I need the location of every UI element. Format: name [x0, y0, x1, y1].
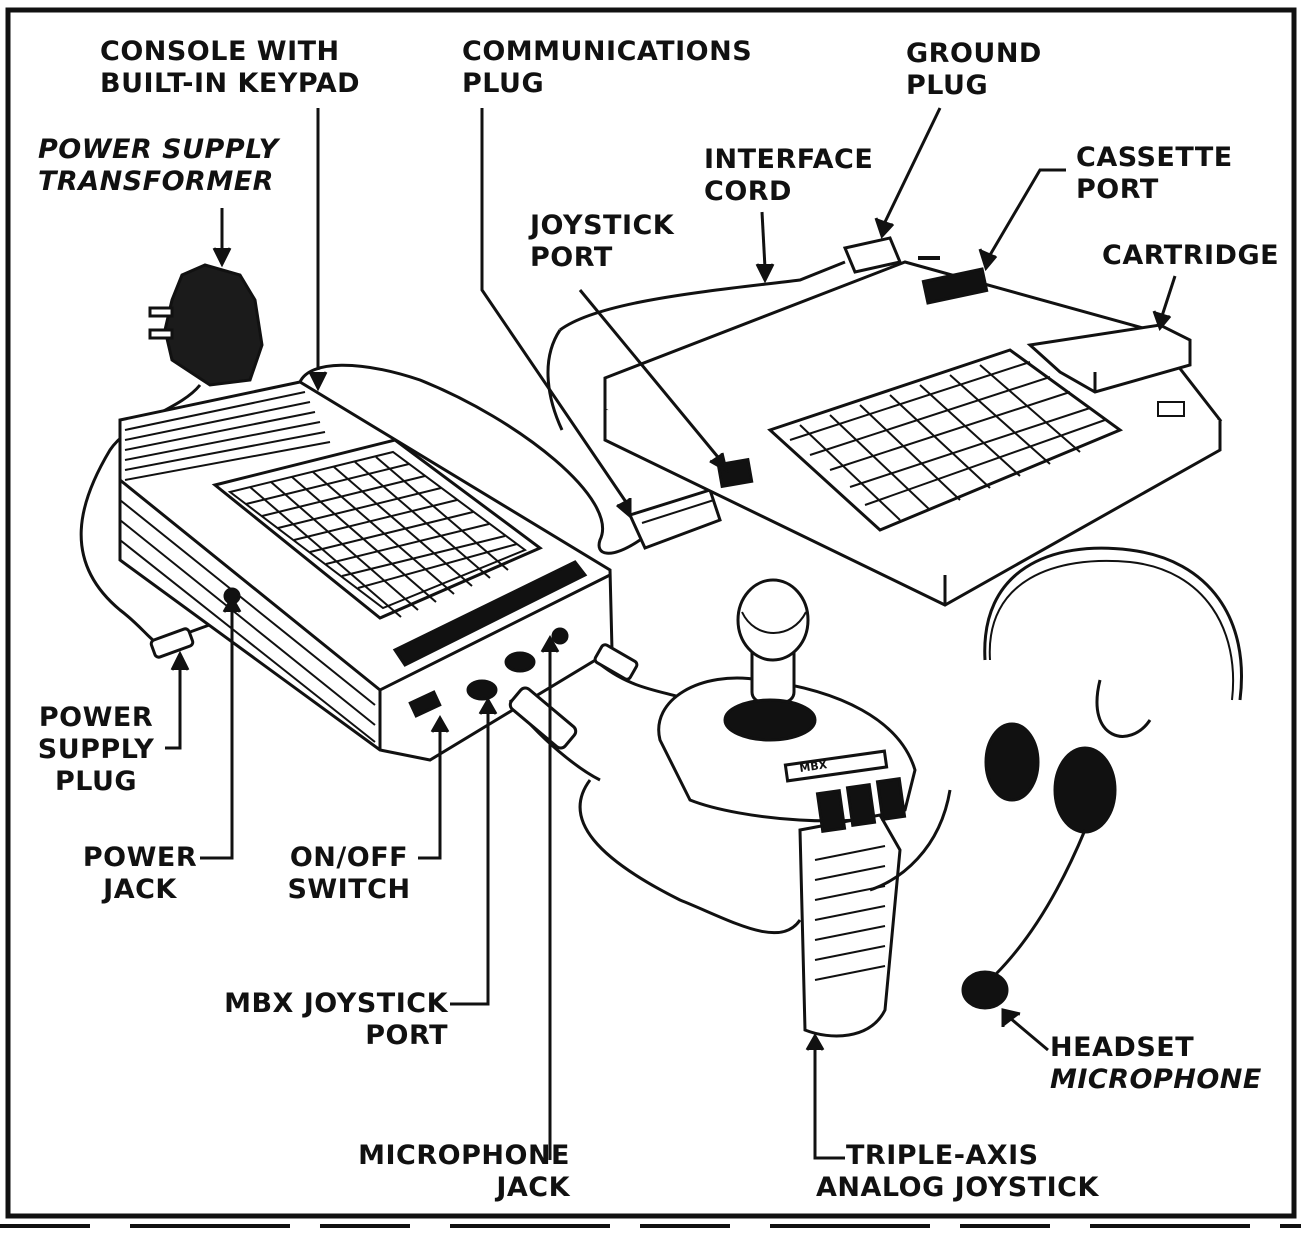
label-cassette-line2: PORT: [1076, 174, 1233, 206]
label-communications-plug: COMMUNICATIONS PLUG: [462, 36, 752, 100]
label-console: CONSOLE WITH BUILT-IN KEYPAD: [100, 36, 360, 100]
label-mic-jack-line2: JACK: [340, 1172, 570, 1204]
label-headset-line1: HEADSET: [1050, 1032, 1262, 1064]
label-psp-line2: SUPPLY: [36, 734, 156, 766]
label-mbx-line1: MBX JOYSTICK: [180, 988, 448, 1020]
label-triple-axis-line2: ANALOG JOYSTICK: [816, 1172, 1099, 1204]
label-cartridge: CARTRIDGE: [1102, 240, 1279, 272]
label-transformer-line1: POWER SUPPLY: [38, 134, 279, 166]
label-console-line1: CONSOLE WITH: [100, 36, 360, 68]
label-communications-line1: COMMUNICATIONS: [462, 36, 752, 68]
label-power-supply-plug: POWER SUPPLY PLUG: [36, 702, 156, 798]
label-joystick-port-line2: PORT: [530, 242, 674, 274]
label-on-off-line2: SWITCH: [284, 874, 414, 906]
label-cassette-line1: CASSETTE: [1076, 142, 1233, 174]
label-power-jack: POWER JACK: [80, 842, 200, 906]
label-console-line2: BUILT-IN KEYPAD: [100, 68, 360, 100]
label-power-supply-transformer: POWER SUPPLY TRANSFORMER: [38, 134, 279, 198]
label-power-jack-line2: JACK: [80, 874, 200, 906]
console-unit: [120, 365, 640, 760]
communications-plug: [630, 490, 720, 548]
label-microphone-jack: MICROPHONE JACK: [340, 1140, 570, 1204]
label-power-jack-line1: POWER: [80, 842, 200, 874]
label-mbx-line2: PORT: [180, 1020, 448, 1052]
label-headset-microphone: HEADSET MICROPHONE: [1050, 1032, 1262, 1096]
label-psp-line3: PLUG: [36, 766, 156, 798]
label-mbx-joystick-port: MBX JOYSTICK PORT: [180, 988, 448, 1052]
label-interface-cord: INTERFACE CORD: [704, 144, 873, 208]
label-cassette-port: CASSETTE PORT: [1076, 142, 1233, 206]
label-ground-plug: GROUND PLUG: [906, 38, 1042, 102]
label-joystick-port: JOYSTICK PORT: [530, 210, 674, 274]
label-communications-line2: PLUG: [462, 68, 752, 100]
label-interface-line1: INTERFACE: [704, 144, 873, 176]
label-interface-line2: CORD: [704, 176, 873, 208]
label-transformer-line2: TRANSFORMER: [38, 166, 279, 198]
label-headset-line2: MICROPHONE: [1050, 1064, 1262, 1096]
label-triple-axis-joystick: TRIPLE-AXIS ANALOG JOYSTICK: [846, 1140, 1099, 1204]
label-psp-line1: POWER: [36, 702, 156, 734]
headset: [870, 548, 1242, 1008]
label-triple-axis-line1: TRIPLE-AXIS: [846, 1140, 1099, 1172]
label-on-off-switch: ON/OFF SWITCH: [284, 842, 414, 906]
label-ground-line1: GROUND: [906, 38, 1042, 70]
label-ground-line2: PLUG: [906, 70, 1042, 102]
label-on-off-line1: ON/OFF: [284, 842, 414, 874]
label-mic-jack-line1: MICROPHONE: [340, 1140, 570, 1172]
label-joystick-port-line1: JOYSTICK: [530, 210, 674, 242]
